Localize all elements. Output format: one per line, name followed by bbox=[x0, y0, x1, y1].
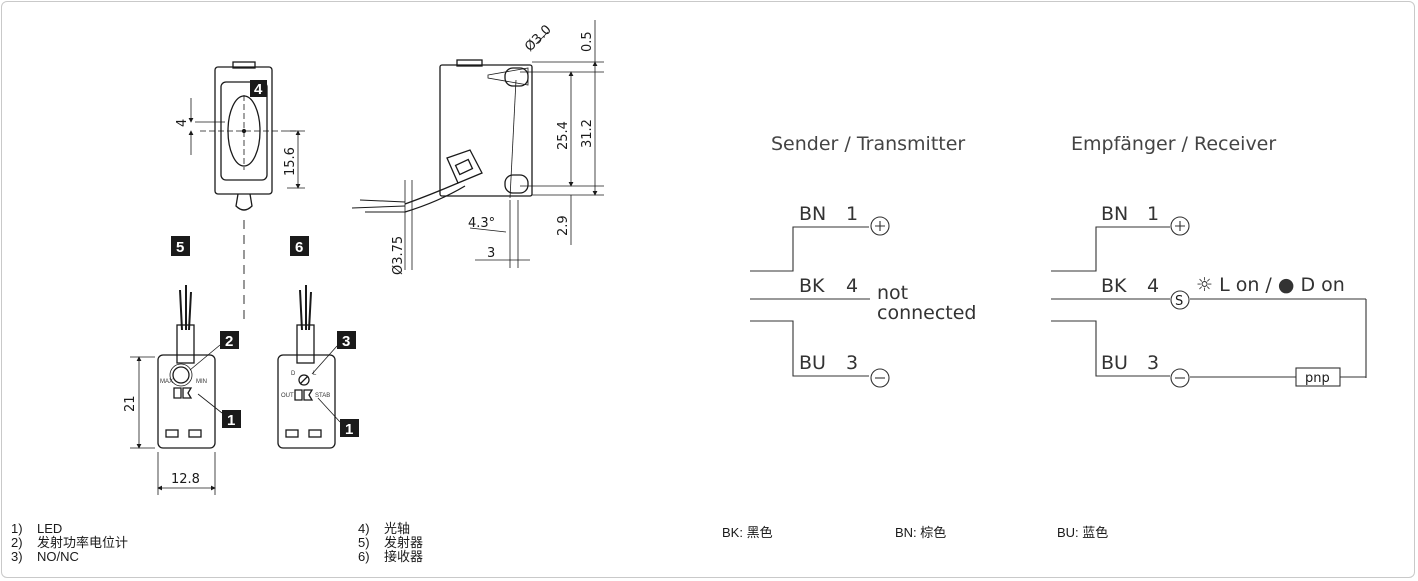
badge-3 bbox=[337, 331, 356, 349]
legend-col-2: 4)光轴 5)发射器 6)接收器 bbox=[358, 522, 423, 564]
receiver-switch-label: ☼ L on / ● D on bbox=[1196, 274, 1345, 296]
sender-title: Sender / Transmitter bbox=[771, 133, 965, 155]
badge-5-label: 5 bbox=[176, 239, 184, 256]
badge-1a-label: 1 bbox=[227, 412, 235, 429]
sender-nc-2: connected bbox=[877, 302, 977, 324]
badge-6-label: 6 bbox=[295, 239, 303, 256]
label-d: D bbox=[291, 371, 296, 377]
side-view bbox=[351, 20, 604, 270]
receiver-title: Empfänger / Receiver bbox=[1071, 133, 1276, 155]
sender-bu: BU bbox=[799, 352, 826, 374]
label-l: L bbox=[313, 371, 317, 377]
receiver-bk: BK bbox=[1101, 275, 1127, 297]
receiver-bk-pin: 4 bbox=[1147, 275, 1159, 297]
dim-hole-spacing: 25.4 bbox=[556, 121, 571, 150]
transmitter-back-view bbox=[130, 285, 216, 495]
receiver-bn: BN bbox=[1101, 203, 1128, 225]
sender-nc-1: not bbox=[877, 282, 908, 304]
sender-bk-pin: 4 bbox=[846, 275, 858, 297]
receiver-bu-pin: 3 bbox=[1147, 352, 1159, 374]
label-stab: STAB bbox=[315, 393, 330, 399]
receiver-pnp: pnp bbox=[1305, 371, 1330, 386]
label-min: MIN bbox=[196, 379, 207, 385]
badge-2-label: 2 bbox=[225, 333, 233, 350]
dim-total-height: 31.2 bbox=[580, 119, 595, 148]
legend-col-1: 1)LED 2)发射功率电位计 3)NO/NC bbox=[11, 522, 128, 564]
dim-body-width: 12.8 bbox=[171, 472, 200, 487]
receiver-bu: BU bbox=[1101, 352, 1128, 374]
sender-bn-pin: 1 bbox=[846, 203, 858, 225]
front-view bbox=[188, 61, 305, 320]
dim-cable-diameter: Ø3.75 bbox=[391, 236, 406, 275]
sender-bn: BN bbox=[799, 203, 826, 225]
sender-wiring bbox=[750, 216, 890, 388]
wire-color-bu: BU: 蓝色 bbox=[1057, 525, 1109, 540]
dim-angle: 4.3° bbox=[468, 216, 495, 231]
badge-3-label: 3 bbox=[342, 333, 350, 350]
badge-4 bbox=[250, 80, 267, 97]
dim-front-height: 15.6 bbox=[283, 147, 298, 176]
dim-cable-offset: 3 bbox=[487, 246, 495, 261]
badge-1-transmitter bbox=[222, 410, 241, 428]
badge-1b-label: 1 bbox=[345, 421, 353, 438]
wire-color-bn: BN: 棕色 bbox=[895, 525, 947, 540]
badge-2 bbox=[220, 331, 239, 349]
receiver-s: S bbox=[1175, 294, 1183, 309]
label-max: MAX bbox=[160, 379, 173, 385]
sender-bk: BK bbox=[799, 275, 825, 297]
dim-body-height: 21 bbox=[123, 395, 138, 412]
receiver-wiring bbox=[1051, 216, 1367, 388]
receiver-bn-pin: 1 bbox=[1147, 203, 1159, 225]
legend-item: 2)发射功率电位计 bbox=[11, 535, 129, 550]
wire-color-bk: BK: 黑色 bbox=[722, 525, 773, 540]
badge-5 bbox=[171, 236, 190, 256]
badge-6 bbox=[290, 236, 309, 256]
badge-1-receiver bbox=[340, 419, 359, 437]
sender-bu-pin: 3 bbox=[846, 352, 858, 374]
label-out: OUT bbox=[281, 393, 294, 399]
badge-4-label: 4 bbox=[254, 81, 263, 98]
legend-item: 6)接收器 bbox=[358, 549, 424, 564]
dim-bottom-offset: 2.9 bbox=[556, 215, 571, 236]
legend-item: 1)LED bbox=[11, 521, 63, 536]
dim-front-offset: 4 bbox=[175, 119, 190, 127]
legend-item: 4)光轴 bbox=[358, 521, 411, 536]
receiver-back-view bbox=[277, 285, 336, 449]
legend-item: 3)NO/NC bbox=[11, 549, 79, 564]
legend-item: 5)发射器 bbox=[358, 535, 424, 550]
dim-diameter-hole: Ø3.0 bbox=[522, 22, 554, 54]
dim-top-offset: 0.5 bbox=[580, 31, 595, 52]
